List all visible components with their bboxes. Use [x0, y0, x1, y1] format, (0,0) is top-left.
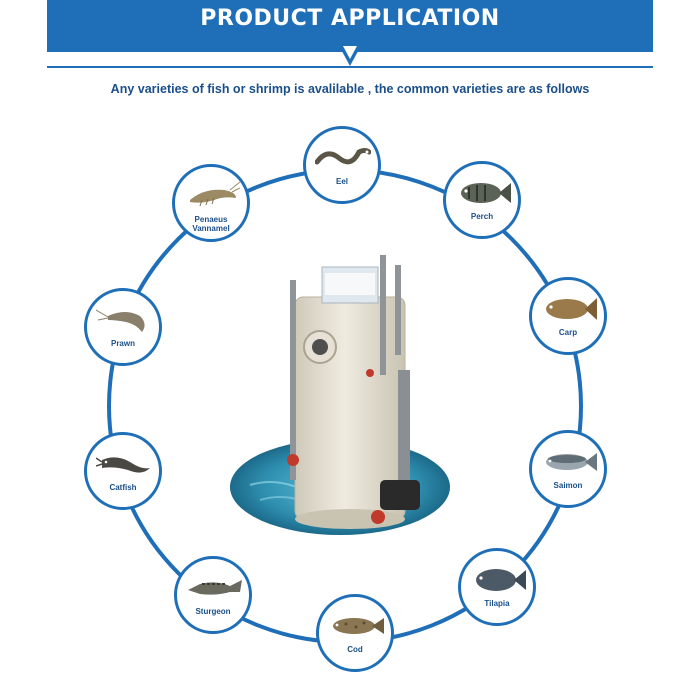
tilapia-icon — [476, 569, 526, 591]
species-penaeus-vannamel: Penaeus Vannamel — [172, 164, 250, 242]
perch-icon — [461, 183, 511, 203]
species-cod: Cod — [316, 594, 394, 672]
cod-icon — [333, 618, 384, 634]
carp-icon — [546, 298, 597, 320]
species-eel: Eel — [303, 126, 381, 204]
filter-equipment-image — [230, 255, 450, 535]
subtitle: Any varieties of fish or shrimp is avali… — [110, 82, 590, 96]
prawn-icon — [96, 309, 145, 332]
species-perch: Perch — [443, 161, 521, 239]
header-divider — [47, 66, 653, 68]
species-salmon: Saimon — [529, 430, 607, 508]
sturgeon-icon — [188, 580, 242, 595]
header-banner: PRODUCT APPLICATION — [47, 0, 653, 52]
species-sturgeon: Sturgeon — [174, 556, 252, 634]
eel-icon — [315, 148, 371, 165]
species-tilapia: Tilapia — [458, 548, 536, 626]
catfish-icon — [96, 457, 150, 473]
salmon-icon — [546, 453, 597, 471]
triangle-inner-decoration — [343, 46, 357, 59]
species-prawn: Prawn — [84, 288, 162, 366]
species-catfish: Catfish — [84, 432, 162, 510]
species-carp: Carp — [529, 277, 607, 355]
page-title: PRODUCT APPLICATION — [200, 6, 500, 31]
shrimp-icon — [190, 181, 240, 207]
